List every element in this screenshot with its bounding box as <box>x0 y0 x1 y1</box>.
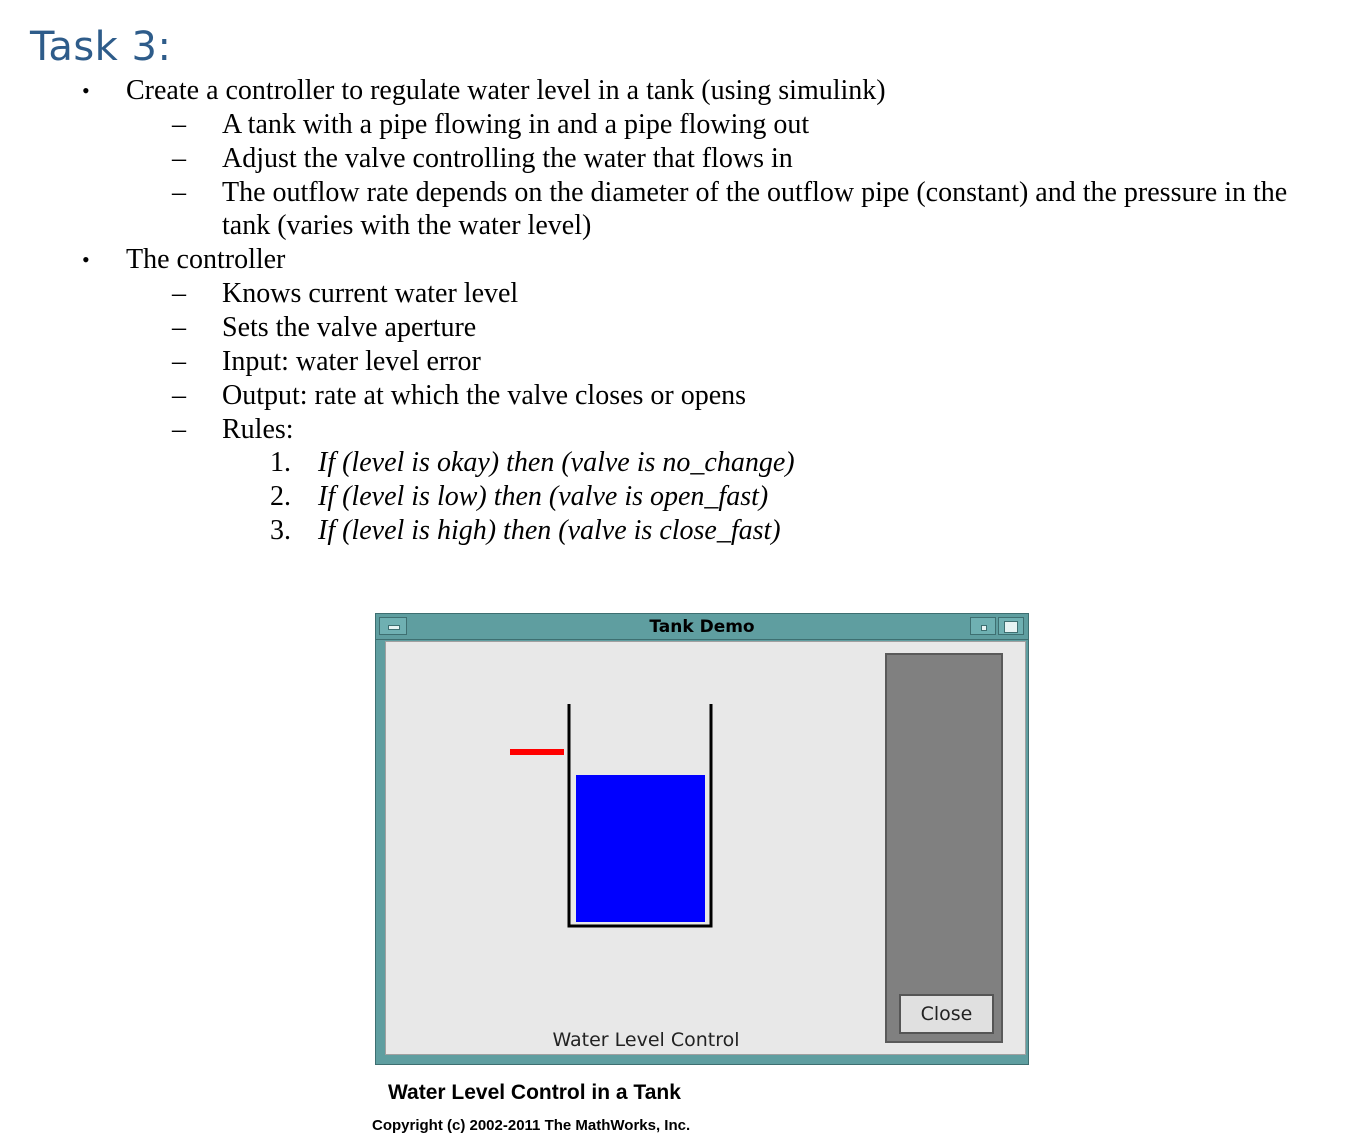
dash-marker: – <box>172 346 186 377</box>
dash-marker: – <box>172 414 186 445</box>
dash-marker: – <box>172 109 186 140</box>
maximize-button[interactable] <box>998 617 1024 635</box>
bullet-text: Create a controller to regulate water le… <box>126 75 886 106</box>
sub-item: Output: rate at which the valve closes o… <box>222 380 747 411</box>
sub-item: Input: water level error <box>222 346 481 377</box>
figure-caption: Water Level Control in a Tank <box>388 1081 681 1104</box>
figure-copyright: Copyright (c) 2002-2011 The MathWorks, I… <box>372 1117 691 1134</box>
bullet-marker: • <box>82 78 90 103</box>
bullet-marker: • <box>82 247 90 272</box>
rule-text: If (level is low) then (valve is open_fa… <box>318 481 769 512</box>
sub-item: Sets the valve aperture <box>222 312 477 343</box>
rule-text: If (level is okay) then (valve is no_cha… <box>318 447 795 478</box>
sub-item: Rules: <box>222 414 294 445</box>
tank-walls <box>567 704 713 928</box>
rule-number: 1. <box>270 447 291 478</box>
tank-demo-window: Tank Demo Water Level Control Close <box>375 613 1029 1065</box>
sub-item: Adjust the valve controlling the water t… <box>222 143 793 174</box>
dash-marker: – <box>172 177 186 208</box>
control-panel: Close <box>885 653 1003 1043</box>
window-titlebar[interactable]: Tank Demo <box>376 614 1028 640</box>
window-title: Tank Demo <box>649 617 755 637</box>
sub-item-continuation: tank (varies with the water level) <box>222 210 592 241</box>
water <box>576 775 705 922</box>
rule-text: If (level is high) then (valve is close_… <box>318 515 781 546</box>
tank-animation <box>510 704 713 928</box>
dash-marker: – <box>172 143 186 174</box>
rule-number: 3. <box>270 515 291 546</box>
window-caption: Water Level Control <box>552 1029 740 1051</box>
bullet-text: The controller <box>126 244 286 275</box>
minimize-icon <box>981 625 987 631</box>
window-menu-button[interactable] <box>379 617 407 635</box>
sub-item: The outflow rate depends on the diameter… <box>222 177 1288 208</box>
rule-number: 2. <box>270 481 291 512</box>
window-client-area: Water Level Control Close <box>385 641 1026 1055</box>
minimize-button[interactable] <box>970 617 996 635</box>
sub-item: A tank with a pipe flowing in and a pipe… <box>222 109 810 140</box>
dash-marker: – <box>172 380 186 411</box>
close-button[interactable]: Close <box>899 994 994 1034</box>
window-menu-icon <box>388 625 400 630</box>
sub-item: Knows current water level <box>222 278 519 309</box>
dash-marker: – <box>172 312 186 343</box>
maximize-icon <box>1004 621 1018 633</box>
dash-marker: – <box>172 278 186 309</box>
page-title: Task 3: <box>30 24 172 70</box>
